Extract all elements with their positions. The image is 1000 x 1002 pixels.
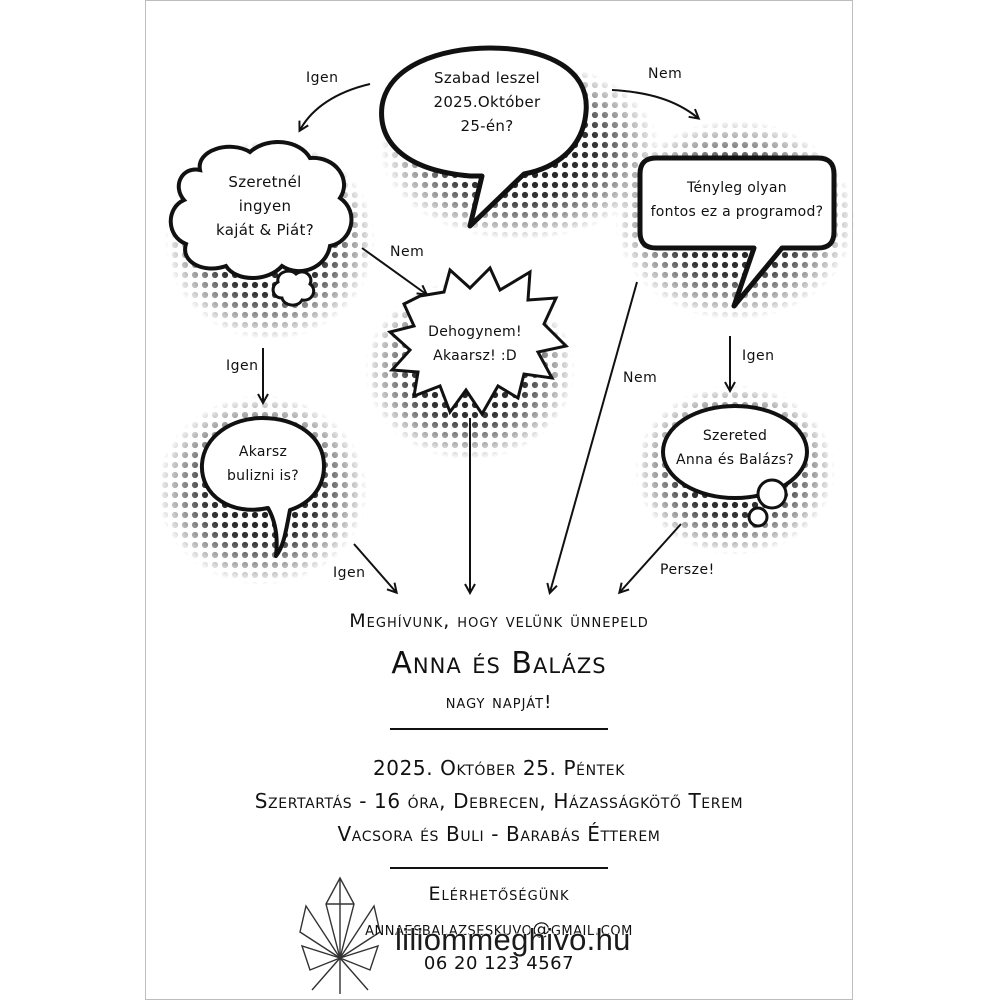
food-line-1: Szeretnél bbox=[228, 173, 302, 191]
crystal-lily-icon bbox=[299, 876, 381, 994]
invitation-day: nagy napját! bbox=[445, 692, 553, 713]
love-bubble-text: Szereted Anna és Balázs? bbox=[663, 424, 807, 472]
party-line-1: Akarsz bbox=[238, 444, 288, 460]
start-bubble-text: Szabad leszel 2025.Október 25-én? bbox=[402, 66, 572, 138]
divider-top bbox=[390, 728, 608, 730]
label-nem-food: Nem bbox=[390, 244, 425, 260]
contact-heading: Elérhetőségünk bbox=[428, 883, 570, 905]
start-line-3: 25-én? bbox=[460, 117, 514, 135]
label-igen-important: Igen bbox=[742, 348, 775, 364]
important-line-2: fontos ez a programod? bbox=[650, 204, 824, 220]
start-line-2: 2025.Október bbox=[433, 93, 541, 111]
flow-arrows bbox=[263, 83, 730, 592]
food-line-3: kaját & Piát? bbox=[216, 221, 314, 239]
label-igen-top: Igen bbox=[306, 70, 339, 86]
label-igen-party: Igen bbox=[333, 565, 366, 581]
party-line-2: bulizni is? bbox=[226, 468, 299, 484]
label-igen-food: Igen bbox=[226, 358, 259, 374]
love-line-1: Szereted bbox=[702, 428, 768, 444]
watermark: liliommeghivo.hu bbox=[395, 922, 631, 958]
food-cloud-text: Szeretnél ingyen kaját & Piát? bbox=[190, 170, 340, 242]
label-nem-middle: Nem bbox=[623, 370, 658, 386]
important-line-1: Tényleg olyan bbox=[687, 180, 787, 196]
contact-email: annaesbalazseskuvo@gmail.com bbox=[365, 919, 633, 940]
important-bubble-text: Tényleg olyan fontos ez a programod? bbox=[640, 176, 834, 224]
important-bubble bbox=[637, 155, 837, 309]
couple-names: Anna és Balázs bbox=[391, 646, 607, 681]
surely-burst-text: Dehogynem! Akaarsz! :D bbox=[410, 320, 540, 368]
surely-line-2: Akaarsz! :D bbox=[433, 348, 517, 364]
start-line-1: Szabad leszel bbox=[434, 69, 540, 87]
invitation-lead: Meghívunk, hogy velünk ünnepeld bbox=[349, 610, 649, 632]
dinner-details: Vacsora és Buli - Barabás Étterem bbox=[337, 822, 661, 846]
label-nem-top: Nem bbox=[648, 66, 683, 82]
ceremony-details: Szertartás - 16 óra, Debrecen, Házasságk… bbox=[254, 789, 744, 813]
start-bubble bbox=[379, 45, 589, 229]
food-line-2: ingyen bbox=[238, 197, 292, 215]
contact-phone: 06 20 123 4567 bbox=[423, 953, 575, 974]
event-date: 2025. Október 25. Péntek bbox=[372, 756, 626, 780]
food-cloud bbox=[168, 139, 354, 307]
divider-bottom bbox=[390, 867, 608, 869]
party-bubble bbox=[199, 416, 326, 558]
love-line-2: Anna és Balázs? bbox=[676, 452, 794, 468]
love-bubble bbox=[661, 404, 809, 528]
party-bubble-text: Akarsz bulizni is? bbox=[204, 440, 322, 488]
surely-burst bbox=[386, 265, 570, 417]
surely-line-1: Dehogynem! bbox=[428, 324, 522, 340]
label-persze: Persze! bbox=[660, 562, 715, 578]
